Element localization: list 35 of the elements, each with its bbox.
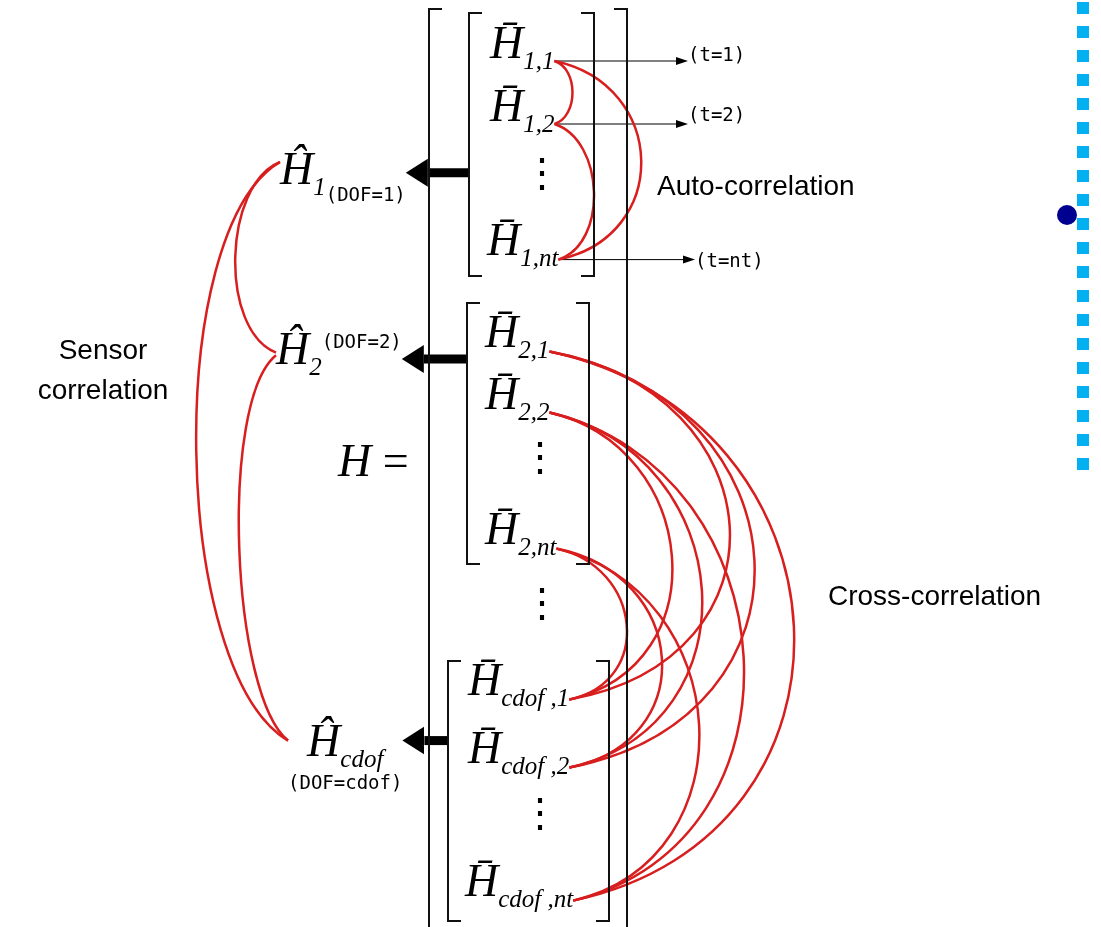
ellipsis-dots: ⋮ [522, 582, 562, 622]
time-step-label: (t=nt) [695, 249, 764, 271]
math-symbol: H̄$_{cdof ,nt}$ [465, 858, 574, 912]
correlation-arc [195, 161, 289, 742]
math-symbol: H̄$_{1,1}$ [490, 20, 555, 74]
correlation-arc [549, 411, 745, 902]
math-symbol: H̄$_{1,nt}$ [487, 217, 559, 271]
math-symbol: H̄$_{cdof ,1}$ [468, 657, 570, 711]
time-step-label: (t=1) [688, 43, 746, 65]
math-symbol: H̄$_{2,2}$ [485, 371, 550, 425]
ellipsis-dots: ⋮ [520, 792, 560, 832]
correlation-arc [553, 122, 596, 261]
dof-label: (DOF=cdof) [288, 771, 403, 794]
thick-arrow [402, 726, 447, 755]
thick-arrow [401, 345, 466, 373]
math-symbol: H̄$_{2,1}$ [485, 309, 550, 363]
annotation-text: Cross-correlation [828, 580, 1042, 612]
ellipsis-dots: ⋮ [522, 152, 562, 192]
ellipsis-dots: ⋮ [520, 436, 560, 476]
thick-arrow [405, 158, 468, 187]
annotation-text: Auto-correlation [657, 170, 855, 202]
correlation-arc [549, 350, 795, 902]
correlation-arc [237, 354, 289, 742]
math-symbol: Ĥ$_{1}$ [280, 146, 326, 200]
dof-label: (DOF=1) [325, 183, 406, 206]
time-step-label: (t=2) [688, 103, 746, 125]
math-symbol: H̄$_{cdof ,2}$ [468, 725, 570, 779]
equation-text: H = [338, 434, 409, 487]
math-symbol: H̄$_{2,nt}$ [485, 506, 557, 560]
dof-label: (DOF=2) [321, 330, 402, 352]
correlation-arc [556, 547, 701, 902]
correlation-arc [554, 59, 643, 261]
math-symbol: H̄$_{1,2}$ [490, 83, 555, 137]
math-symbol: Ĥ$_{2}$ [276, 326, 322, 380]
annotation-text: Sensor correlation [36, 333, 170, 407]
